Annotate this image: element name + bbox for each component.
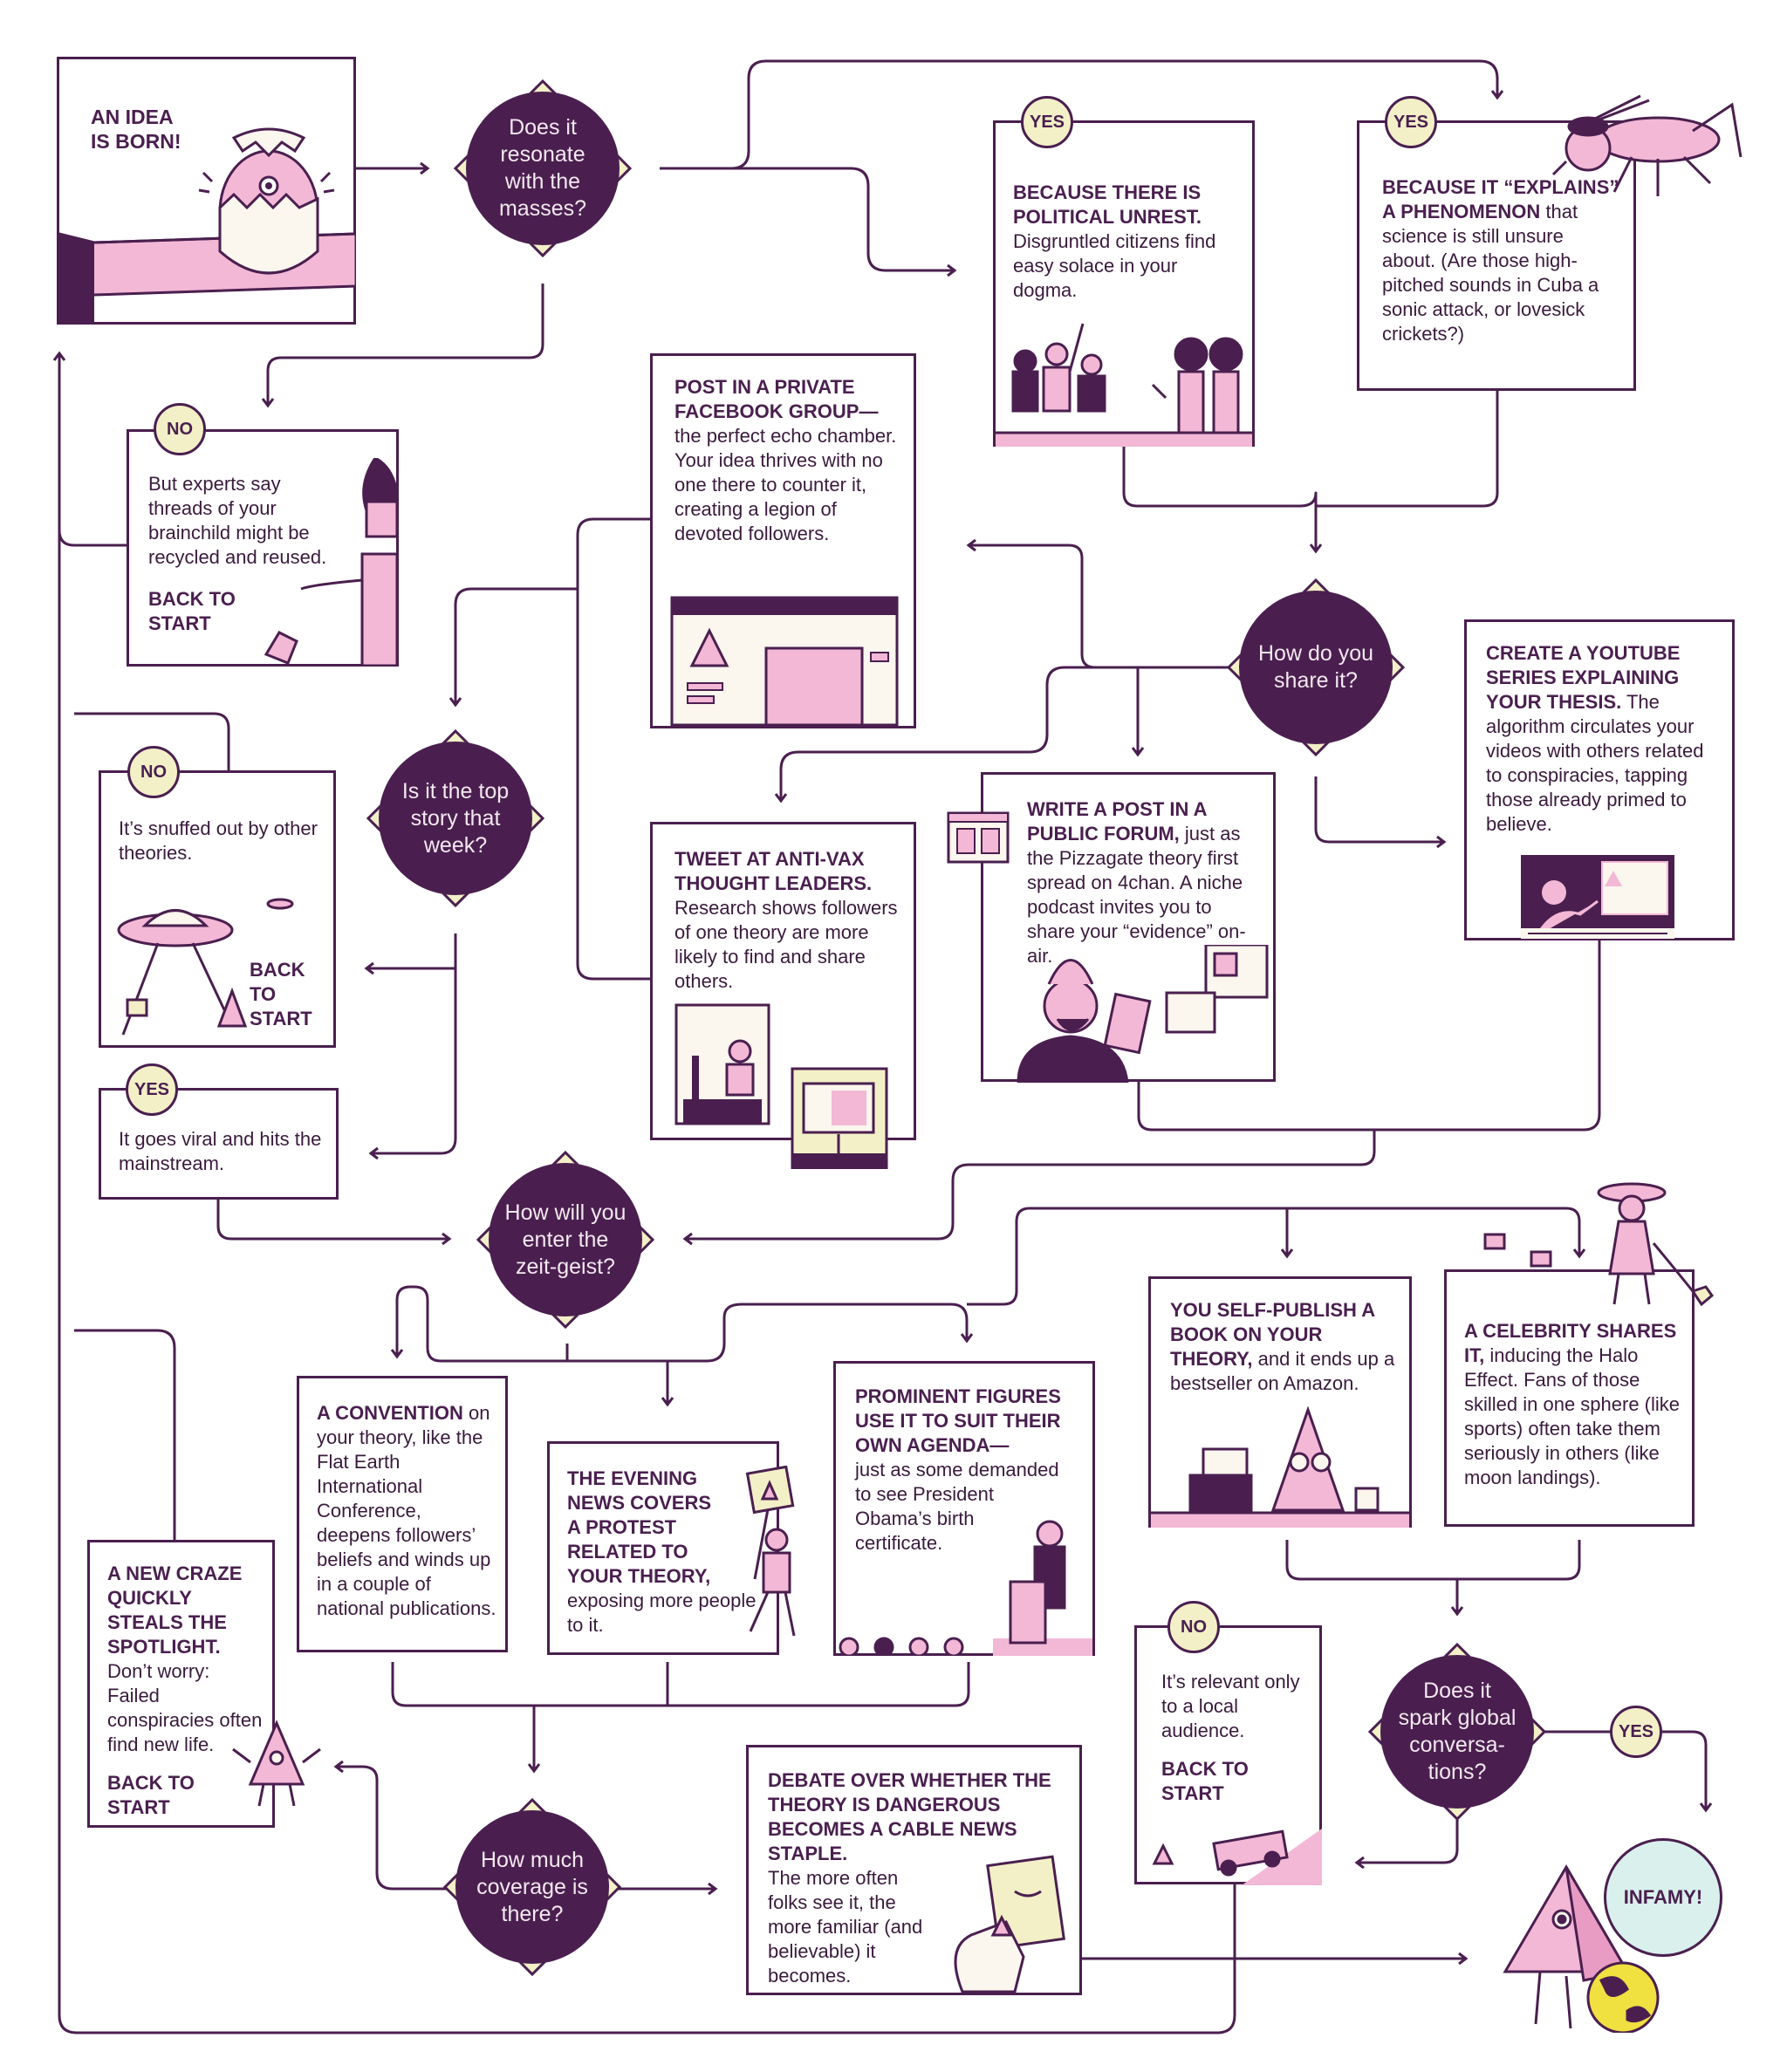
celebrity-heading: A CELEBRITY SHARES IT, bbox=[1464, 1320, 1677, 1366]
yes-viral-tag: YES bbox=[126, 1063, 178, 1116]
egg-hatching-illustration bbox=[59, 127, 356, 325]
convention-heading: A CONVENTION bbox=[317, 1402, 463, 1424]
no-experts-body: But experts say threads of your brainchi… bbox=[148, 473, 327, 568]
forum-heading: WRITE A POST IN A PUBLIC FORUM, bbox=[1027, 798, 1207, 845]
celebrity-body: inducing the Halo Effect. Fans of those … bbox=[1464, 1344, 1681, 1488]
yes-phenomenon-body: that science is still unsure about. (Are… bbox=[1382, 201, 1599, 345]
car-illustration bbox=[1152, 1829, 1322, 1885]
self-publish-body: and it ends up a bestseller on Amazon. bbox=[1170, 1348, 1395, 1394]
convention-body: on your theory, like the Flat Earth Inte… bbox=[317, 1402, 496, 1619]
decision-resonate-text: Does it resonate with the masses? bbox=[466, 92, 620, 245]
forum-window-icon bbox=[947, 811, 1010, 864]
decision-zeitgeist: How will you enter the zeit-geist? bbox=[476, 1151, 654, 1329]
facebook-body: the perfect echo chamber. Your idea thri… bbox=[674, 425, 897, 544]
debate-body: The more often folks see it, the more fa… bbox=[768, 1867, 923, 1987]
decision-share: How do you share it? bbox=[1227, 578, 1405, 756]
evening-news-heading: THE EVENING NEWS COVERS A PROTEST RELATE… bbox=[567, 1467, 712, 1587]
forum-box: WRITE A POST IN A PUBLIC FORUM, just as … bbox=[981, 772, 1276, 1083]
decision-global: Does it spark global conversa-tions? bbox=[1368, 1643, 1546, 1821]
podcaster-illustration bbox=[1017, 945, 1269, 1083]
no-snuffed-back[interactable]: BACK TO START bbox=[250, 959, 312, 1029]
decision-coverage: How much coverage is there? bbox=[443, 1798, 621, 1976]
debate-box: DEBATE OVER WHETHER THE THEORY IS DANGER… bbox=[746, 1745, 1082, 1995]
celebrity-box: A CELEBRITY SHARES IT, inducing the Halo… bbox=[1444, 1269, 1695, 1527]
new-craze-body: Don’t worry: Failed conspiracies often f… bbox=[107, 1660, 263, 1755]
yes-phenomenon-heading: BECAUSE IT “EXPLAINS” A PHENOMENON bbox=[1382, 176, 1619, 222]
no-local-body: It’s relevant only to a local audience. bbox=[1161, 1671, 1300, 1741]
no-experts-box: But experts say threads of your brainchi… bbox=[127, 429, 399, 667]
facebook-heading: POST IN A PRIVATE FACEBOOK GROUP— bbox=[674, 376, 879, 422]
podium-speaker-illustration bbox=[839, 1520, 1092, 1656]
youtube-text: CREATE A YOUTUBE SERIES EXPLAINING YOUR … bbox=[1486, 641, 1718, 837]
no-snuffed-box: It’s snuffed out by other theories. BACK… bbox=[99, 770, 336, 1048]
evening-news-text: THE EVENING NEWS COVERS A PROTEST RELATE… bbox=[567, 1467, 768, 1638]
convention-box: A CONVENTION on your theory, like the Fl… bbox=[297, 1376, 508, 1652]
tweet-heading: TWEET AT ANTI-VAX THOUGHT LEADERS. bbox=[674, 848, 873, 894]
yes-phenomenon-box: BECAUSE IT “EXPLAINS” A PHENOMENON that … bbox=[1357, 120, 1636, 391]
tweet-body: Research shows followers of one theory a… bbox=[674, 897, 898, 992]
yes-political-body: Disgruntled citizens find easy solace in… bbox=[1013, 230, 1216, 301]
decision-global-text: Does it spark global conversa-tions? bbox=[1380, 1655, 1534, 1809]
protest-crowd-illustration bbox=[996, 323, 1252, 447]
decision-resonate: Does it resonate with the masses? bbox=[454, 79, 632, 257]
cricket-illustration bbox=[1551, 94, 1742, 196]
youtube-video-illustration bbox=[1521, 855, 1674, 939]
facebook-box: POST IN A PRIVATE FACEBOOK GROUP— the pe… bbox=[650, 353, 916, 728]
self-publish-heading: YOU SELF-PUBLISH A BOOK ON YOUR THEORY, bbox=[1170, 1299, 1375, 1370]
no-local-tag: NO bbox=[1167, 1601, 1220, 1653]
convention-text: A CONVENTION on your theory, like the Fl… bbox=[317, 1401, 496, 1621]
new-craze-box: A NEW CRAZE QUICKLY STEALS THE SPOTLIGHT… bbox=[87, 1540, 275, 1828]
forum-text: WRITE A POST IN A PUBLIC FORUM, just as … bbox=[1027, 797, 1264, 968]
no-experts-tag: NO bbox=[154, 403, 206, 455]
no-local-back[interactable]: BACK TO START bbox=[1161, 1758, 1249, 1804]
youtube-body: The algorithm circulates your videos wit… bbox=[1486, 691, 1704, 835]
youtube-box: CREATE A YOUTUBE SERIES EXPLAINING YOUR … bbox=[1464, 619, 1735, 940]
self-publish-text: YOU SELF-PUBLISH A BOOK ON YOUR THEORY, … bbox=[1170, 1298, 1397, 1396]
self-publish-box: YOU SELF-PUBLISH A BOOK ON YOUR THEORY, … bbox=[1148, 1276, 1412, 1528]
new-craze-back[interactable]: BACK TO START bbox=[107, 1772, 195, 1818]
infamy-badge: INFAMY! bbox=[1604, 1838, 1722, 1957]
evening-news-body: exposing more people to it. bbox=[567, 1590, 757, 1636]
youtube-heading: CREATE A YOUTUBE SERIES EXPLAINING YOUR … bbox=[1486, 642, 1681, 713]
hand-cards-illustration bbox=[954, 1855, 1066, 1993]
typewriter-pyramid-illustration bbox=[1151, 1405, 1409, 1528]
yes-global-tag: YES bbox=[1610, 1706, 1662, 1758]
yes-phenomenon-tag: YES bbox=[1385, 96, 1437, 148]
celebrity-dog-illustration bbox=[1483, 1182, 1715, 1307]
forum-body: just as the Pizzagate theory first sprea… bbox=[1027, 823, 1246, 967]
decision-share-text: How do you share it? bbox=[1239, 591, 1393, 744]
celebrity-text: A CELEBRITY SHARES IT, inducing the Halo… bbox=[1464, 1319, 1681, 1490]
pyramid-waving-illustration bbox=[232, 1720, 321, 1807]
prominent-heading: PROMINENT FIGURES USE IT TO SUIT THEIR O… bbox=[855, 1385, 1061, 1456]
yes-political-heading: BECAUSE THERE IS POLITICAL UNREST. bbox=[1013, 181, 1202, 228]
person-hand-illustration bbox=[264, 458, 397, 666]
tweeting-person-illustration bbox=[674, 1003, 888, 1169]
ufo-illustration bbox=[117, 898, 294, 1036]
yes-phenomenon-text: BECAUSE IT “EXPLAINS” A PHENOMENON that … bbox=[1382, 175, 1619, 346]
protester-illustration bbox=[745, 1466, 796, 1637]
tweet-box: TWEET AT ANTI-VAX THOUGHT LEADERS. Resea… bbox=[650, 822, 916, 1169]
yes-viral-body: It goes viral and hits the mainstream. bbox=[119, 1128, 322, 1174]
new-craze-heading: A NEW CRAZE QUICKLY STEALS THE SPOTLIGHT… bbox=[107, 1563, 243, 1658]
prominent-box: PROMINENT FIGURES USE IT TO SUIT THEIR O… bbox=[833, 1361, 1095, 1656]
yes-political-tag: YES bbox=[1021, 96, 1073, 148]
decision-top-story: Is it the top story that week? bbox=[366, 729, 544, 907]
no-experts-back[interactable]: BACK TO START bbox=[148, 588, 236, 634]
no-snuffed-body: It’s snuffed out by other theories. bbox=[119, 817, 318, 864]
facebook-window-illustration bbox=[670, 596, 899, 727]
yes-political-box: BECAUSE THERE IS POLITICAL UNREST. Disgr… bbox=[993, 120, 1255, 447]
start-box: AN IDEA IS BORN! bbox=[57, 57, 356, 325]
infamy-pyramid-globe-illustration bbox=[1503, 1864, 1660, 2033]
prominent-body: just as some demanded to see President O… bbox=[855, 1459, 1059, 1554]
decision-coverage-text: How much coverage is there? bbox=[455, 1810, 609, 1964]
debate-heading: DEBATE OVER WHETHER THE THEORY IS DANGER… bbox=[768, 1769, 1051, 1864]
evening-news-box: THE EVENING NEWS COVERS A PROTEST RELATE… bbox=[547, 1441, 779, 1655]
decision-zeitgeist-text: How will you enter the zeit-geist? bbox=[489, 1163, 642, 1316]
no-local-box: It’s relevant only to a local audience. … bbox=[1134, 1625, 1322, 1885]
start-title: AN IDEA IS BORN! bbox=[91, 106, 181, 153]
decision-top-story-text: Is it the top story that week? bbox=[379, 742, 532, 895]
no-snuffed-tag: NO bbox=[127, 746, 180, 798]
